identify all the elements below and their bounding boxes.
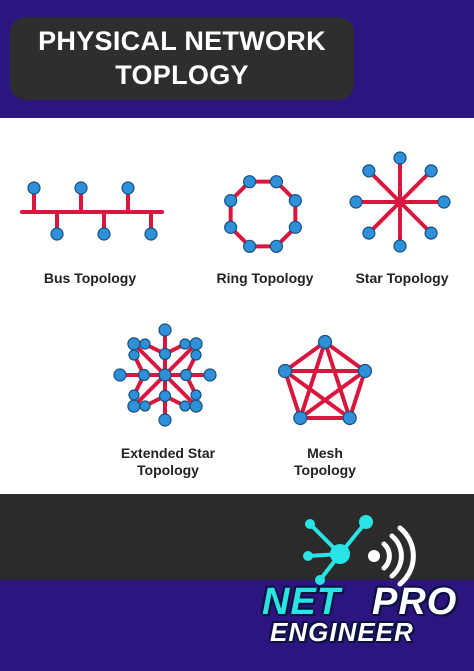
mesh-link-line [283, 369, 303, 420]
mesh-link-line [283, 340, 327, 374]
network-node [127, 337, 141, 351]
network-node [288, 194, 302, 208]
network-node [424, 164, 438, 178]
network-node [224, 194, 238, 208]
ring-topology-diagram [224, 175, 302, 253]
star-spoke-line [366, 168, 402, 204]
network-node [50, 227, 64, 241]
mesh-link-line [298, 369, 367, 420]
extended-star-spoke-line [131, 373, 167, 409]
network-node [189, 337, 203, 351]
network-node [139, 338, 151, 350]
network-node [317, 334, 333, 350]
network-node [342, 410, 357, 426]
star-topology-diagram [349, 151, 451, 253]
network-node [127, 399, 141, 413]
network-node [357, 363, 373, 379]
network-node [393, 239, 407, 253]
network-node [224, 220, 238, 234]
mesh-topology-diagram [277, 334, 373, 426]
network-node [158, 323, 172, 337]
page-title-line2: TOPLOGY [115, 60, 249, 90]
network-node [158, 347, 172, 361]
network-node [179, 338, 191, 350]
network-node [437, 195, 451, 209]
bus-topology-label: Bus Topology [43, 270, 137, 286]
network-node [189, 399, 203, 413]
network-node [158, 389, 172, 403]
mesh-label-line2: Topology [294, 462, 356, 478]
mesh-link-line [347, 369, 367, 420]
mesh-link-line [323, 340, 367, 374]
extended-star-label-line1: Extended Star [120, 445, 216, 461]
network-node [158, 368, 172, 382]
network-node [179, 400, 191, 412]
network-node [128, 349, 140, 361]
extended-star-topology-diagram [113, 323, 217, 427]
title-box: PHYSICAL NETWORK TOPLOGY [10, 17, 354, 100]
network-node [349, 195, 363, 209]
extended-star-label-line2: Topology [137, 462, 199, 478]
extended-star-label: Extended Star Topology [98, 445, 238, 479]
network-node [179, 368, 193, 382]
extended-star-spoke-line [163, 341, 199, 377]
star-spoke-line [398, 168, 434, 204]
network-node [362, 226, 376, 240]
network-node [113, 368, 127, 382]
network-node [128, 389, 140, 401]
network-node [362, 164, 376, 178]
topology-diagrams [20, 151, 451, 427]
ring-topology-label: Ring Topology [216, 270, 314, 286]
network-node [293, 410, 308, 426]
star-spoke-line [366, 200, 402, 236]
network-node [424, 226, 438, 240]
bottom-band [0, 580, 474, 671]
network-node [269, 239, 283, 253]
network-node [269, 175, 283, 189]
star-spoke-line [398, 200, 434, 236]
network-node [144, 227, 158, 241]
mesh-link-line [323, 340, 352, 420]
network-node [27, 181, 41, 195]
network-node [74, 181, 88, 195]
network-node [277, 363, 293, 379]
mesh-label-line1: Mesh [307, 445, 343, 461]
network-node [97, 227, 111, 241]
network-node [243, 175, 257, 189]
network-node [243, 239, 257, 253]
logo-net-text: NET [262, 581, 341, 623]
mesh-topology-label: Mesh Topology [255, 445, 395, 479]
network-node [121, 181, 135, 195]
network-node [288, 220, 302, 234]
network-node [139, 400, 151, 412]
page-title-line1: PHYSICAL NETWORK [38, 26, 326, 56]
bus-topology-diagram [20, 181, 164, 241]
logo-engineer-text: ENGINEER [270, 617, 414, 647]
extended-star-spoke-line [131, 341, 167, 377]
mesh-link-line [283, 369, 352, 420]
network-node [393, 151, 407, 165]
network-node [158, 413, 172, 427]
star-topology-label: Star Topology [355, 270, 449, 286]
network-node [190, 389, 202, 401]
network-node [203, 368, 217, 382]
logo-pro-text: PRO [372, 581, 458, 623]
network-node [137, 368, 151, 382]
network-signal-logo-icon [303, 515, 416, 587]
network-node [190, 349, 202, 361]
extended-star-spoke-line [163, 373, 199, 409]
mesh-link-line [298, 340, 327, 420]
